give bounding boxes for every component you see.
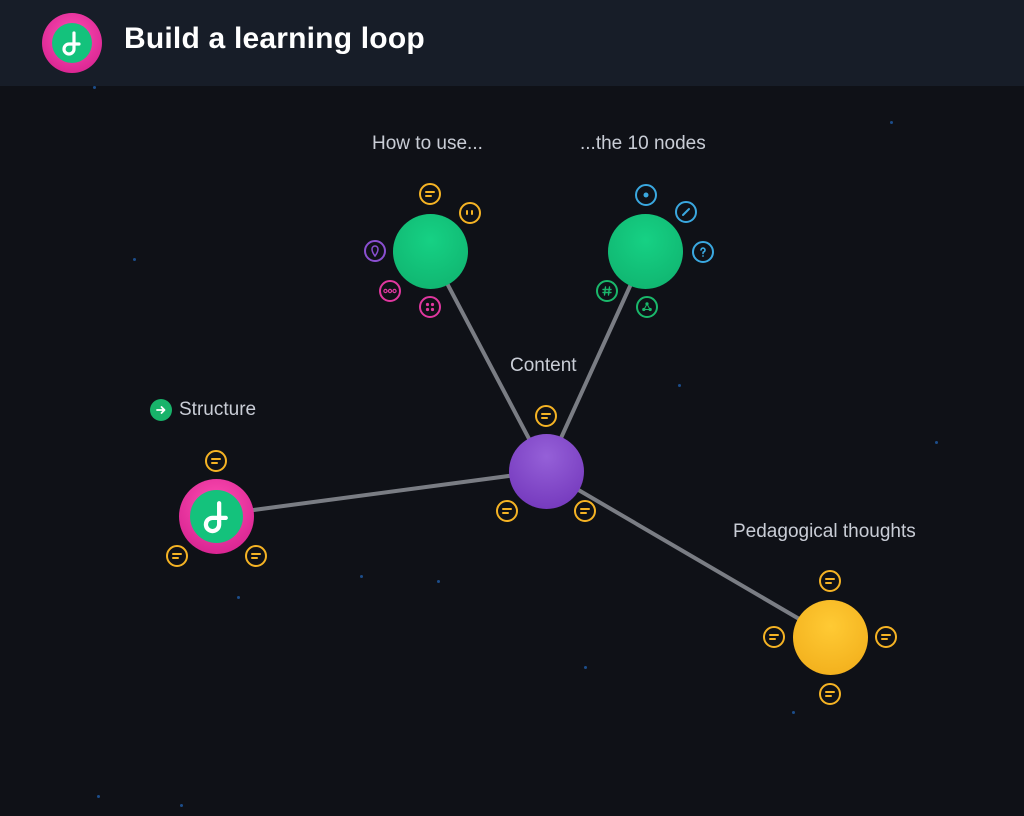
background-star (935, 441, 938, 444)
node-structure[interactable] (179, 479, 254, 554)
note-lines-icon[interactable] (166, 545, 188, 567)
location-pin-icon[interactable] (364, 240, 386, 262)
app-header: Build a learning loop (0, 0, 1024, 86)
node-label-structure[interactable]: Structure (179, 399, 257, 420)
question-icon[interactable] (692, 241, 714, 263)
background-star (237, 596, 240, 599)
node-content[interactable] (509, 434, 584, 509)
page-title: Build a learning loop (124, 22, 425, 55)
pencil-icon[interactable] (675, 201, 697, 223)
arrow-right-icon[interactable] (150, 399, 172, 421)
background-star (678, 384, 681, 387)
note-lines-icon[interactable] (535, 405, 557, 427)
node-pedagogical-thoughts[interactable] (793, 600, 868, 675)
background-star (890, 121, 893, 124)
background-star (97, 795, 100, 798)
background-star (180, 804, 183, 807)
background-star (437, 580, 440, 583)
note-lines-icon[interactable] (245, 545, 267, 567)
background-star (360, 575, 363, 578)
background-star (792, 711, 795, 714)
note-lines-icon[interactable] (819, 570, 841, 592)
dot-icon[interactable] (635, 184, 657, 206)
mind-map-canvas[interactable]: How to use... ...the 10 nodes Content (0, 86, 1024, 816)
node-how-to-use[interactable] (393, 214, 468, 289)
background-star (584, 666, 587, 669)
note-lines-icon[interactable] (875, 626, 897, 648)
note-lines-icon[interactable] (819, 683, 841, 705)
node-label-pedagogical-thoughts[interactable]: Pedagogical thoughts (733, 521, 916, 542)
note-lines-icon[interactable] (419, 183, 441, 205)
hashtag-icon[interactable] (596, 280, 618, 302)
note-lines-icon[interactable] (763, 626, 785, 648)
grid-dots-icon[interactable] (419, 296, 441, 318)
learning-loop-logo-icon[interactable] (42, 13, 102, 73)
node-the-10-nodes[interactable] (608, 214, 683, 289)
more-dots-icon[interactable] (379, 280, 401, 302)
connection-lines (214, 249, 832, 639)
learning-loop-logo-icon (203, 501, 228, 534)
note-lines-icon[interactable] (574, 500, 596, 522)
node-label-content[interactable]: Content (510, 355, 577, 376)
share-nodes-icon[interactable] (636, 296, 658, 318)
node-label-how-to-use[interactable]: How to use... (372, 133, 483, 154)
background-star (133, 258, 136, 261)
background-star (93, 86, 96, 89)
note-lines-icon[interactable] (205, 450, 227, 472)
note-lines-icon[interactable] (496, 500, 518, 522)
node-label-the-10-nodes[interactable]: ...the 10 nodes (580, 133, 706, 154)
quote-icon[interactable] (459, 202, 481, 224)
